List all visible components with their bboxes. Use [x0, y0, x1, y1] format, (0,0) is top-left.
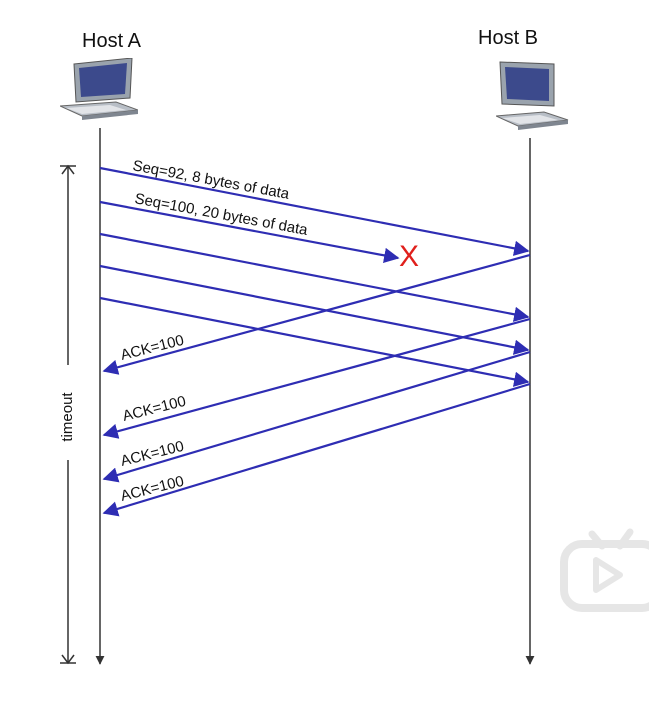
host-a-computer-icon: [60, 58, 138, 120]
host-b-label: Host B: [478, 27, 539, 49]
packet-loss-marker: X: [399, 240, 419, 273]
timeout-label: timeout: [59, 392, 76, 442]
host-a-label: Host A: [82, 30, 141, 52]
host-b-computer-icon: [496, 61, 569, 130]
ack-1-arrow: [102, 253, 531, 375]
segment-retransmit-1-arrow: [99, 232, 530, 322]
ack-3-arrow: [102, 350, 531, 483]
segment-seq100-arrow: [99, 200, 400, 264]
video-player-icon: [560, 528, 649, 612]
ack-4-arrow: [102, 382, 531, 517]
timeout-bracket: [60, 164, 76, 665]
segment-retransmit-2-arrow: [99, 264, 530, 355]
segment-retransmit-3-arrow: [99, 296, 530, 387]
ack-2-arrow: [102, 317, 531, 439]
ack-1-label: ACK=100: [119, 332, 186, 364]
segment-seq92-arrow: [99, 166, 530, 256]
ack-4-label: ACK=100: [119, 473, 186, 505]
ack-2-label: ACK=100: [121, 393, 188, 425]
